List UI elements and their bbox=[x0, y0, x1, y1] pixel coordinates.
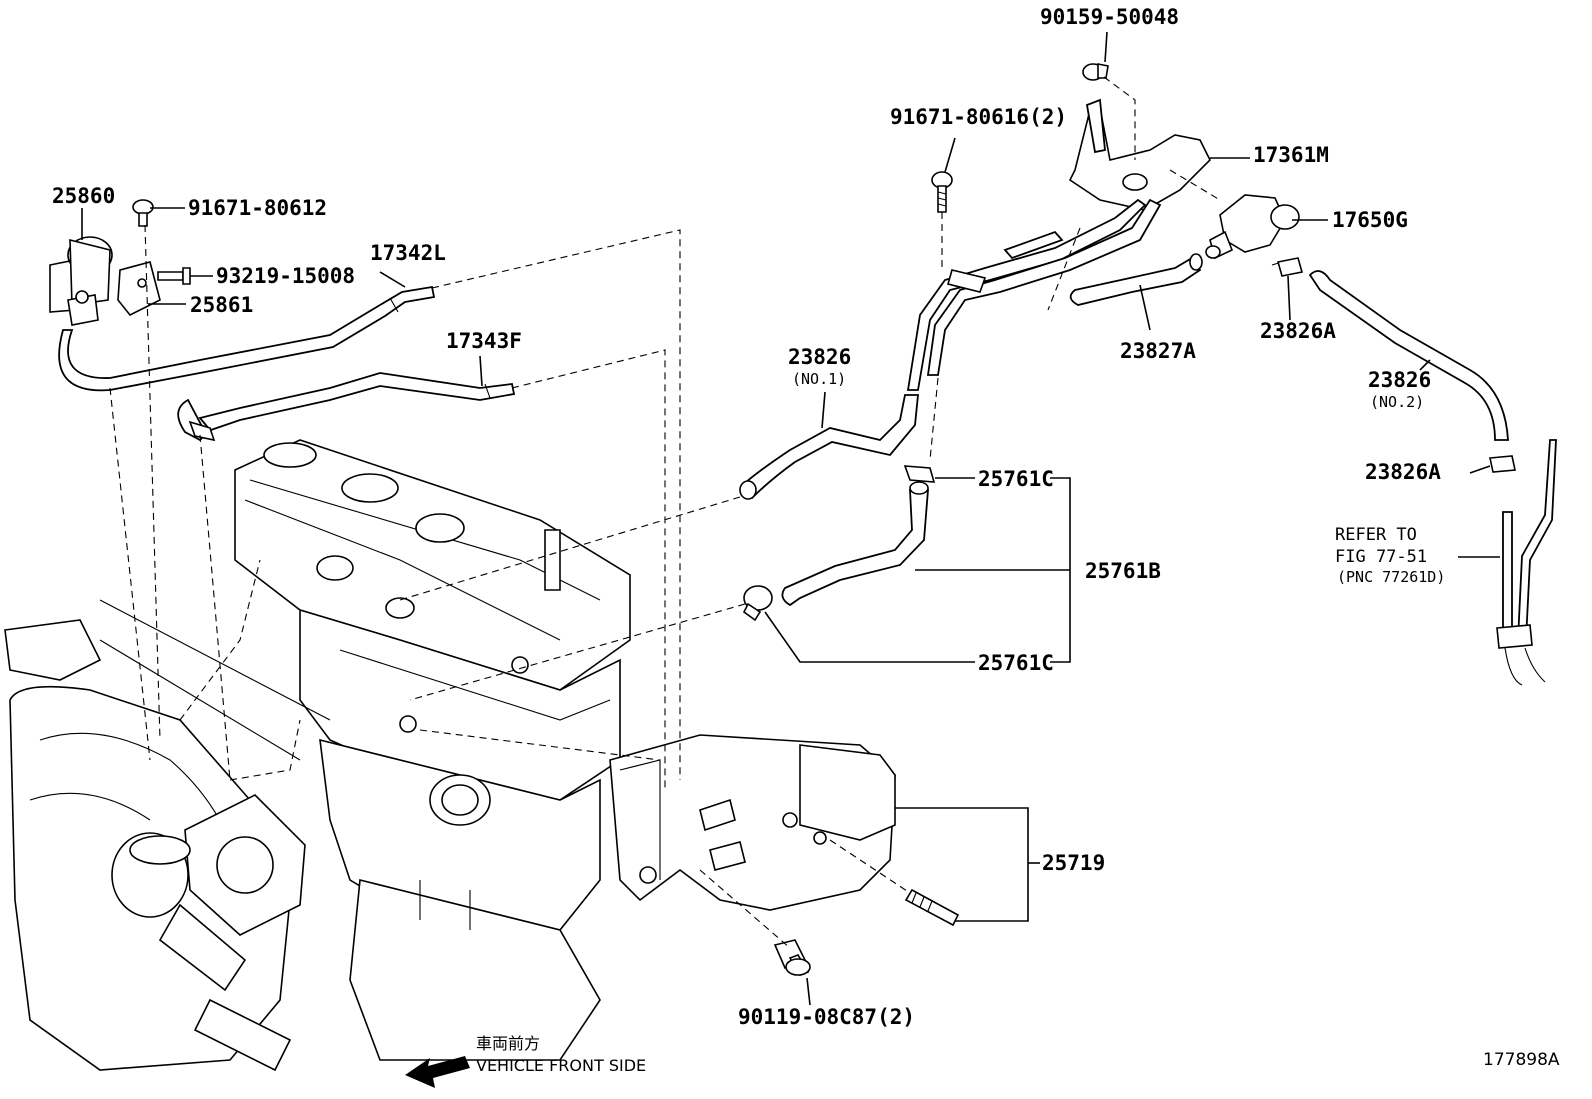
thermo-valve-part bbox=[1205, 194, 1300, 260]
vacuum-hoses bbox=[58, 285, 516, 442]
left-arrow-icon bbox=[405, 1056, 470, 1088]
label-23826-no2: 23826 bbox=[1368, 368, 1431, 392]
refer-note-line2: FIG 77-51 bbox=[1335, 547, 1427, 567]
engine-assembly bbox=[4, 439, 631, 1072]
label-93219-15008: 93219-15008 bbox=[216, 264, 355, 288]
label-25761c-bottom: 25761C bbox=[978, 651, 1054, 675]
label-23826-no2-sub: (NO.2) bbox=[1370, 393, 1424, 411]
figure-id: 177898A bbox=[1483, 1050, 1560, 1070]
refer-note-line3: (PNC 77261D) bbox=[1337, 568, 1445, 586]
leader-lines bbox=[81, 31, 1500, 1006]
alignment-guides bbox=[109, 76, 1283, 949]
label-91671-80616: 91671-80616(2) bbox=[890, 105, 1067, 129]
hose-23826-no1-part bbox=[739, 394, 919, 500]
label-23826-no1: 23826 bbox=[788, 345, 851, 369]
hose-25761b-part bbox=[742, 465, 936, 622]
water-bypass-pipe-part bbox=[906, 63, 1211, 391]
label-23826a-bottom: 23826A bbox=[1365, 460, 1441, 484]
label-17361m: 17361M bbox=[1253, 143, 1329, 167]
label-23826a-top: 23826A bbox=[1260, 319, 1336, 343]
hose-23827a-part bbox=[1069, 253, 1203, 306]
label-25761c-top: 25761C bbox=[978, 467, 1054, 491]
vehicle-front-jp: 車両前方 bbox=[476, 1034, 540, 1053]
label-90159-50048: 90159-50048 bbox=[1040, 5, 1179, 29]
hose-23826-no2-part bbox=[1276, 257, 1557, 686]
refer-note-line1: REFER TO bbox=[1335, 525, 1417, 545]
label-17342l: 17342L bbox=[370, 241, 446, 265]
label-90119-08c87: 90119-08C87(2) bbox=[738, 1005, 915, 1029]
vehicle-front-en: VEHICLE FRONT SIDE bbox=[476, 1056, 646, 1075]
label-17650g: 17650G bbox=[1332, 208, 1408, 232]
label-17343f: 17343F bbox=[446, 329, 522, 353]
label-25761b: 25761B bbox=[1085, 559, 1161, 583]
water-outlet-housing-part bbox=[609, 734, 960, 976]
label-23827a: 23827A bbox=[1120, 339, 1196, 363]
vacuum-switching-valve-part bbox=[49, 199, 191, 326]
label-25861: 25861 bbox=[190, 293, 253, 317]
label-25719: 25719 bbox=[1042, 851, 1105, 875]
label-23826-no1-sub: (NO.1) bbox=[792, 370, 846, 388]
label-91671-80612: 91671-80612 bbox=[188, 196, 327, 220]
label-25860: 25860 bbox=[52, 184, 115, 208]
